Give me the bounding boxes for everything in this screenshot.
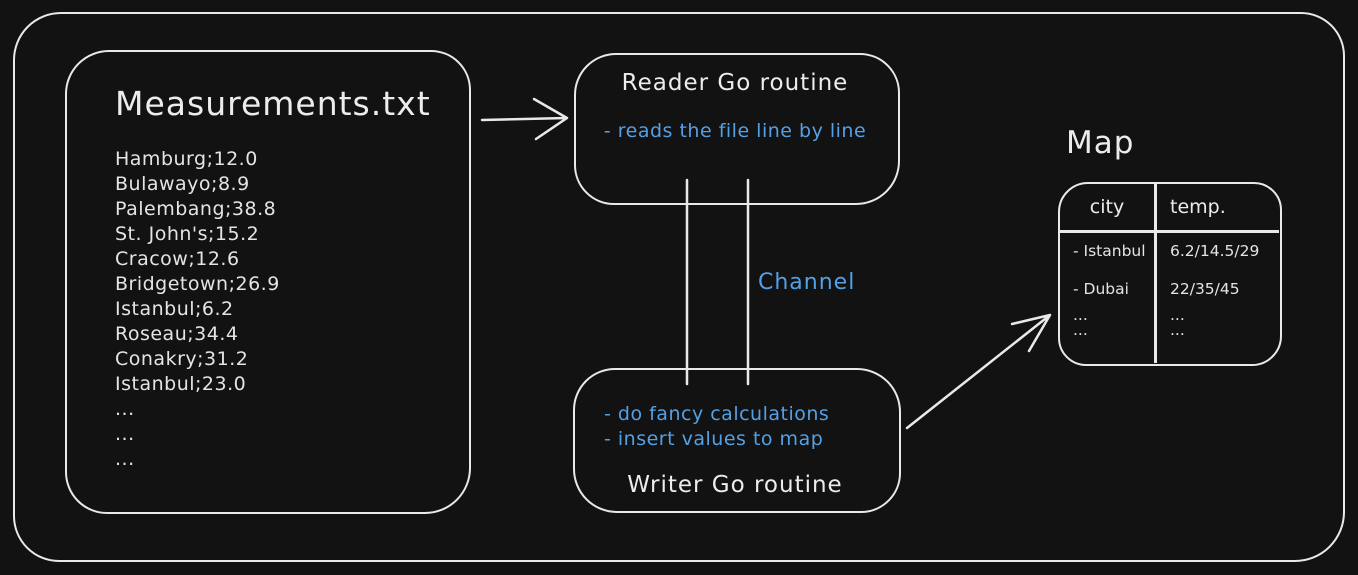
- writer-goroutine-box: [573, 368, 901, 513]
- measurements-file-box: [65, 50, 471, 514]
- map-cell-city: ...: [1073, 321, 1088, 339]
- map-cell-temp: ...: [1170, 321, 1185, 339]
- map-cell-temp: ...: [1170, 306, 1185, 324]
- file-line: Istanbul;23.0: [115, 373, 247, 395]
- map-table-column-divider: [1154, 182, 1157, 363]
- file-line: Istanbul;6.2: [115, 298, 234, 320]
- file-line: Hamburg;12.0: [115, 148, 258, 170]
- diagram-outer-frame: [13, 12, 1345, 562]
- channel-label: Channel: [758, 270, 856, 295]
- map-header-city: city: [1089, 196, 1125, 218]
- map-table-header-divider: [1058, 230, 1279, 233]
- file-line: St. John's;15.2: [115, 223, 260, 245]
- reader-goroutine-note: - reads the file line by line: [603, 120, 867, 142]
- map-cell-temp: 22/35/45: [1170, 280, 1240, 298]
- writer-note: - do fancy calculations: [604, 403, 830, 425]
- file-line: Bulawayo;8.9: [115, 173, 250, 195]
- file-line: Roseau;34.4: [115, 323, 239, 345]
- writer-goroutine-title: Writer Go routine: [627, 472, 843, 498]
- reader-goroutine-box: [574, 53, 900, 205]
- file-line: Bridgetown;26.9: [115, 273, 280, 295]
- file-line: Cracow;12.6: [115, 248, 240, 270]
- map-title: Map: [1066, 125, 1135, 161]
- file-title: Measurements.txt: [115, 84, 431, 123]
- map-cell-city: ...: [1073, 306, 1088, 324]
- map-cell-city: - Istanbul: [1073, 242, 1146, 260]
- file-line: ...: [115, 423, 135, 445]
- map-header-temp: temp.: [1170, 196, 1226, 218]
- writer-note: - insert values to map: [604, 428, 824, 450]
- map-cell-temp: 6.2/14.5/29: [1170, 242, 1260, 260]
- reader-goroutine-title: Reader Go routine: [621, 70, 849, 96]
- file-line: ...: [115, 448, 135, 470]
- map-table: city temp. - Istanbul 6.2/14.5/29 - Duba…: [1058, 182, 1282, 366]
- file-line: Conakry;31.2: [115, 348, 249, 370]
- writer-goroutine-notes: - do fancy calculations - insert values …: [604, 402, 829, 452]
- map-cell-city: - Dubai: [1073, 280, 1129, 298]
- file-lines: Hamburg;12.0 Bulawayo;8.9 Palembang;38.8…: [115, 147, 280, 472]
- file-line: Palembang;38.8: [115, 198, 277, 220]
- file-line: ...: [115, 398, 135, 420]
